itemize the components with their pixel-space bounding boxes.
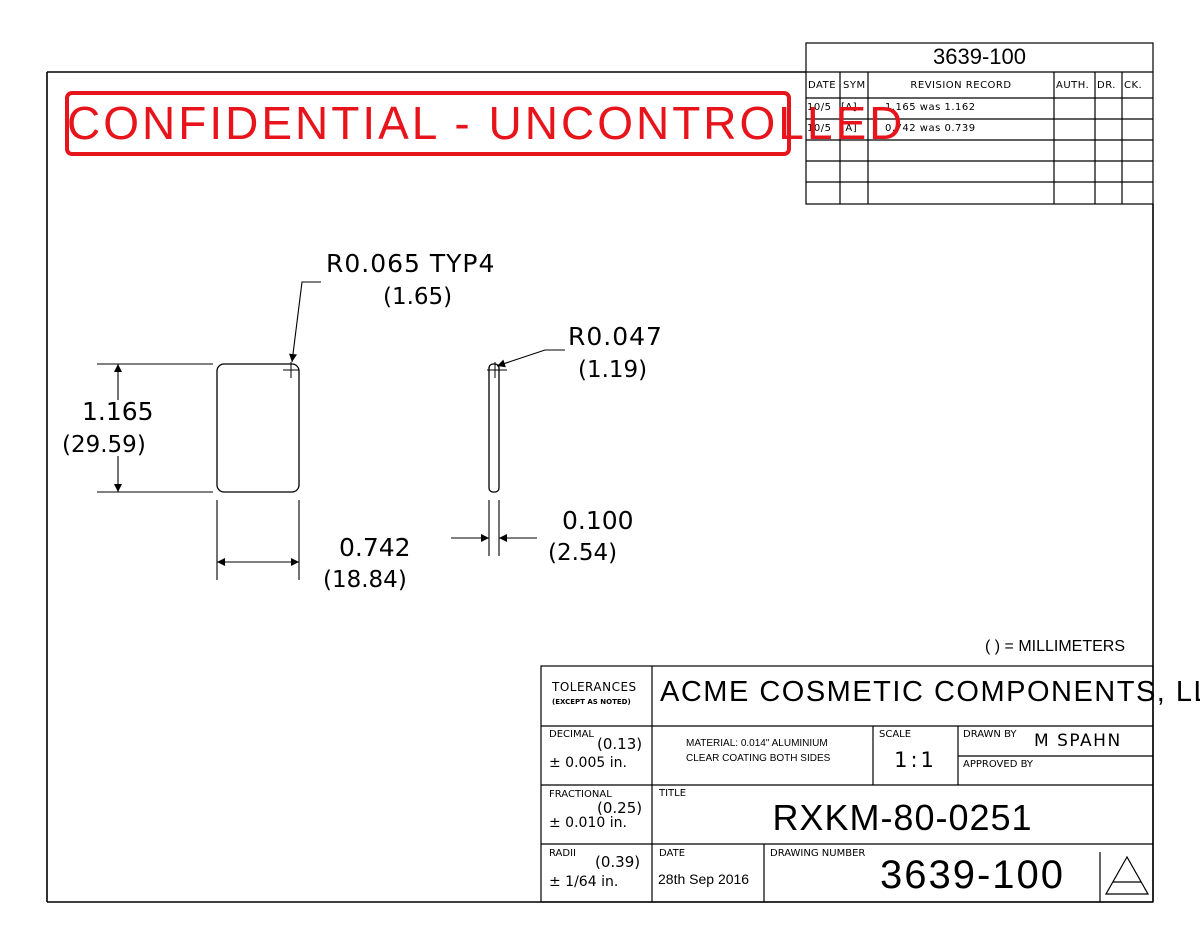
- rev-header-dr: DR.: [1097, 80, 1116, 91]
- date-value: 28th Sep 2016: [658, 871, 750, 887]
- part-title: RXKM-80-0251: [772, 797, 1033, 838]
- material-line-1: MATERIAL: 0.014" ALUMINIUM: [686, 738, 828, 749]
- edge-radius-mm: (1.19): [578, 357, 648, 383]
- rev-header-auth: AUTH.: [1056, 80, 1090, 91]
- rev-header-record: REVISION RECORD: [910, 80, 1012, 91]
- date-label: DATE: [659, 848, 686, 859]
- company-name: ACME COSMETIC COMPONENTS, LLC: [660, 676, 1200, 708]
- radii-label: RADII: [549, 848, 576, 859]
- radii-mm: (0.39): [595, 853, 641, 871]
- scale-value: 1:1: [894, 748, 937, 772]
- drawing-number-value: 3639-100: [880, 853, 1066, 897]
- rev-row-1-sym: [A]: [841, 102, 858, 113]
- edge-radius-inch: R0.047: [568, 322, 663, 351]
- fractional-tolerance: ± 0.010 in.: [549, 815, 627, 831]
- part-side-view: [488, 363, 500, 493]
- width-dimension: [216, 500, 300, 580]
- height-mm: (29.59): [62, 432, 146, 458]
- scale-label: SCALE: [879, 729, 912, 740]
- leader-lines: [289, 281, 565, 368]
- height-dimension: [97, 363, 213, 493]
- rev-header-ck: CK.: [1124, 80, 1143, 91]
- title-block-grid: [540, 665, 1154, 903]
- decimal-mm: (0.13): [597, 735, 643, 753]
- corner-radius-mm: (1.65): [383, 284, 453, 310]
- units-note: ( ) = MILLIMETERS: [985, 638, 1126, 655]
- sheet-border: [46, 71, 1154, 903]
- thickness-mm: (2.54): [548, 540, 618, 566]
- rev-row-2-sym: [A]: [841, 123, 858, 134]
- confidential-stamp: CONFIDENTIAL - UNCONTROLLED: [67, 97, 906, 149]
- radii-tolerance: ± 1/64 in.: [549, 874, 619, 890]
- width-mm: (18.84): [323, 567, 407, 593]
- decimal-tolerance: ± 0.005 in.: [549, 755, 627, 771]
- width-inch: 0.742: [339, 533, 411, 562]
- decimal-label: DECIMAL: [549, 729, 594, 740]
- thickness-inch: 0.100: [562, 506, 634, 535]
- thickness-dimension: [451, 500, 537, 556]
- revision-table-drawing-number: 3639-100: [933, 44, 1026, 69]
- drawn-by-label: DRAWN BY: [963, 729, 1017, 740]
- radius-center-marks: [283, 362, 507, 378]
- title-label: TITLE: [659, 788, 687, 799]
- rev-header-sym: SYM: [843, 80, 866, 91]
- drawing-number-label: DRAWING NUMBER: [770, 848, 866, 859]
- height-inch: 1.165: [82, 397, 154, 426]
- rev-row-1-date: 10/5: [807, 102, 832, 113]
- rev-row-1-record: 1.165 was 1.162: [885, 102, 976, 113]
- rev-header-date: DATE: [808, 80, 837, 91]
- revision-table-grid: [805, 42, 1154, 205]
- part-front-view: [216, 363, 300, 493]
- fractional-label: FRACTIONAL: [549, 789, 612, 800]
- fractional-mm: (0.25): [597, 799, 643, 817]
- rev-row-2-date: 10/5: [807, 123, 832, 134]
- drawn-by-value: M SPAHN: [1034, 731, 1122, 751]
- material-line-2: CLEAR COATING BOTH SIDES: [686, 753, 831, 764]
- revision-triangle-icon: [1104, 855, 1150, 895]
- tolerances-label: TOLERANCES: [552, 680, 637, 694]
- approved-by-label: APPROVED BY: [963, 759, 1034, 770]
- corner-radius-inch: R0.065 TYP4: [326, 249, 496, 278]
- tolerances-sub: (EXCEPT AS NOTED): [552, 698, 631, 706]
- stamp-border: [65, 91, 791, 156]
- rev-row-2-record: 0.742 was 0.739: [885, 123, 976, 134]
